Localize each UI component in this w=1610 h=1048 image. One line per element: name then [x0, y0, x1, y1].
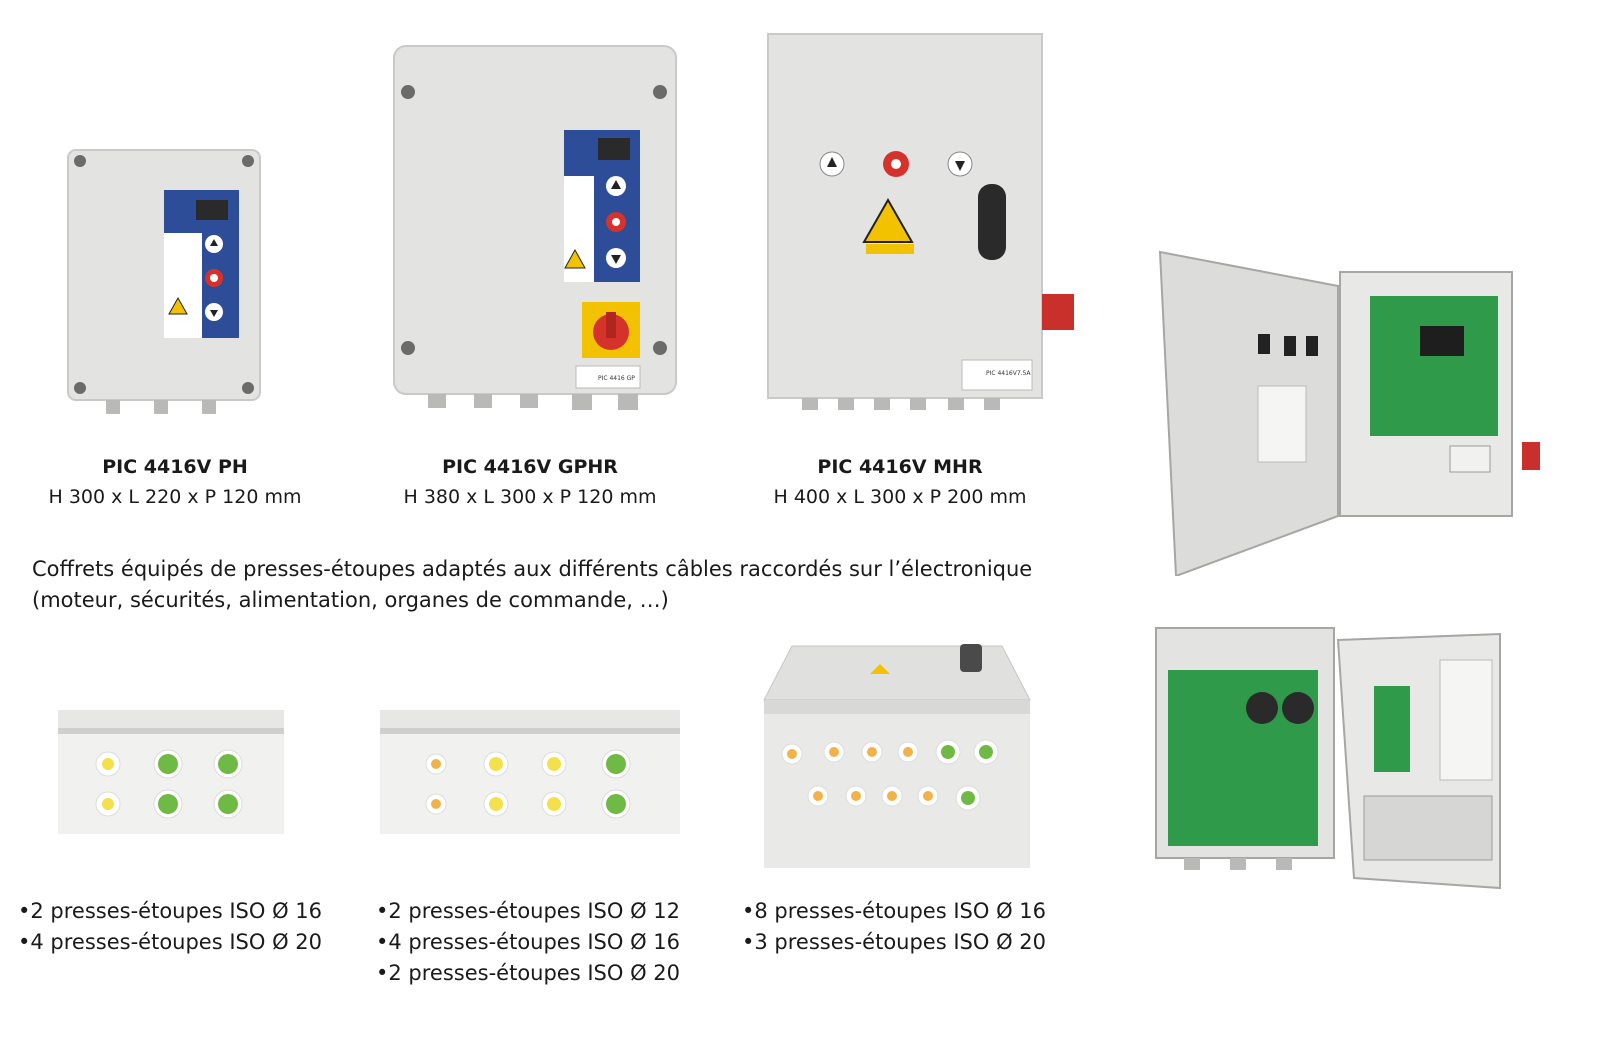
- product-mhr-model: PIC 4416V MHR: [817, 456, 983, 478]
- gland-list-2-item: 4 presses-étoupes ISO Ø 16: [376, 927, 716, 958]
- gland-list-1: 2 presses-étoupes ISO Ø 16 4 presses-éto…: [18, 896, 358, 958]
- product-mhr-dimensions: H 400 x L 300 x P 200 mm: [773, 486, 1027, 508]
- gland-list-2-item: 2 presses-étoupes ISO Ø 12: [376, 896, 716, 927]
- product-gphr-caption: PIC 4416V GPHR H 380 x L 300 x P 120 mm: [385, 452, 675, 512]
- product-mhr-plate-text: PIC 4416V7.5A: [986, 370, 1031, 377]
- product-ph-model: PIC 4416V PH: [102, 456, 248, 478]
- product-ph-dimensions: H 300 x L 220 x P 120 mm: [48, 486, 302, 508]
- gland-list-1-item: 4 presses-étoupes ISO Ø 20: [18, 927, 358, 958]
- product-gphr-plate-text: PIC 4416 GP: [598, 375, 635, 382]
- gland-list-3-item: 3 presses-étoupes ISO Ø 20: [742, 927, 1082, 958]
- gland-list-3-item: 8 presses-étoupes ISO Ø 16: [742, 896, 1082, 927]
- gland-list-1-item: 2 presses-étoupes ISO Ø 16: [18, 896, 358, 927]
- gland-list-2-item: 2 presses-étoupes ISO Ø 20: [376, 958, 716, 989]
- gland-plate-1: [58, 710, 284, 834]
- gland-list-3: 8 presses-étoupes ISO Ø 16 3 presses-éto…: [742, 896, 1082, 958]
- enclosure-description: Coffrets équipés de presses-étoupes adap…: [32, 557, 1033, 612]
- product-ph-caption: PIC 4416V PH H 300 x L 220 x P 120 mm: [30, 452, 320, 512]
- product-gphr-model: PIC 4416V GPHR: [442, 456, 618, 478]
- gland-list-2: 2 presses-étoupes ISO Ø 12 4 presses-éto…: [376, 896, 716, 989]
- product-mhr-caption: PIC 4416V MHR H 400 x L 300 x P 200 mm: [755, 452, 1045, 512]
- open-enclosure-photo-2: [1154, 626, 1506, 896]
- open-enclosure-photo-1: [1158, 246, 1546, 576]
- gland-box-3: [762, 642, 1032, 868]
- product-gphr-dimensions: H 380 x L 300 x P 120 mm: [403, 486, 657, 508]
- product-mhr-image: PIC 4416V7.5A: [766, 32, 1078, 414]
- product-ph-image: [66, 148, 262, 416]
- product-gphr-image: PIC 4416 GP: [392, 44, 678, 412]
- gland-plate-2: [380, 710, 680, 834]
